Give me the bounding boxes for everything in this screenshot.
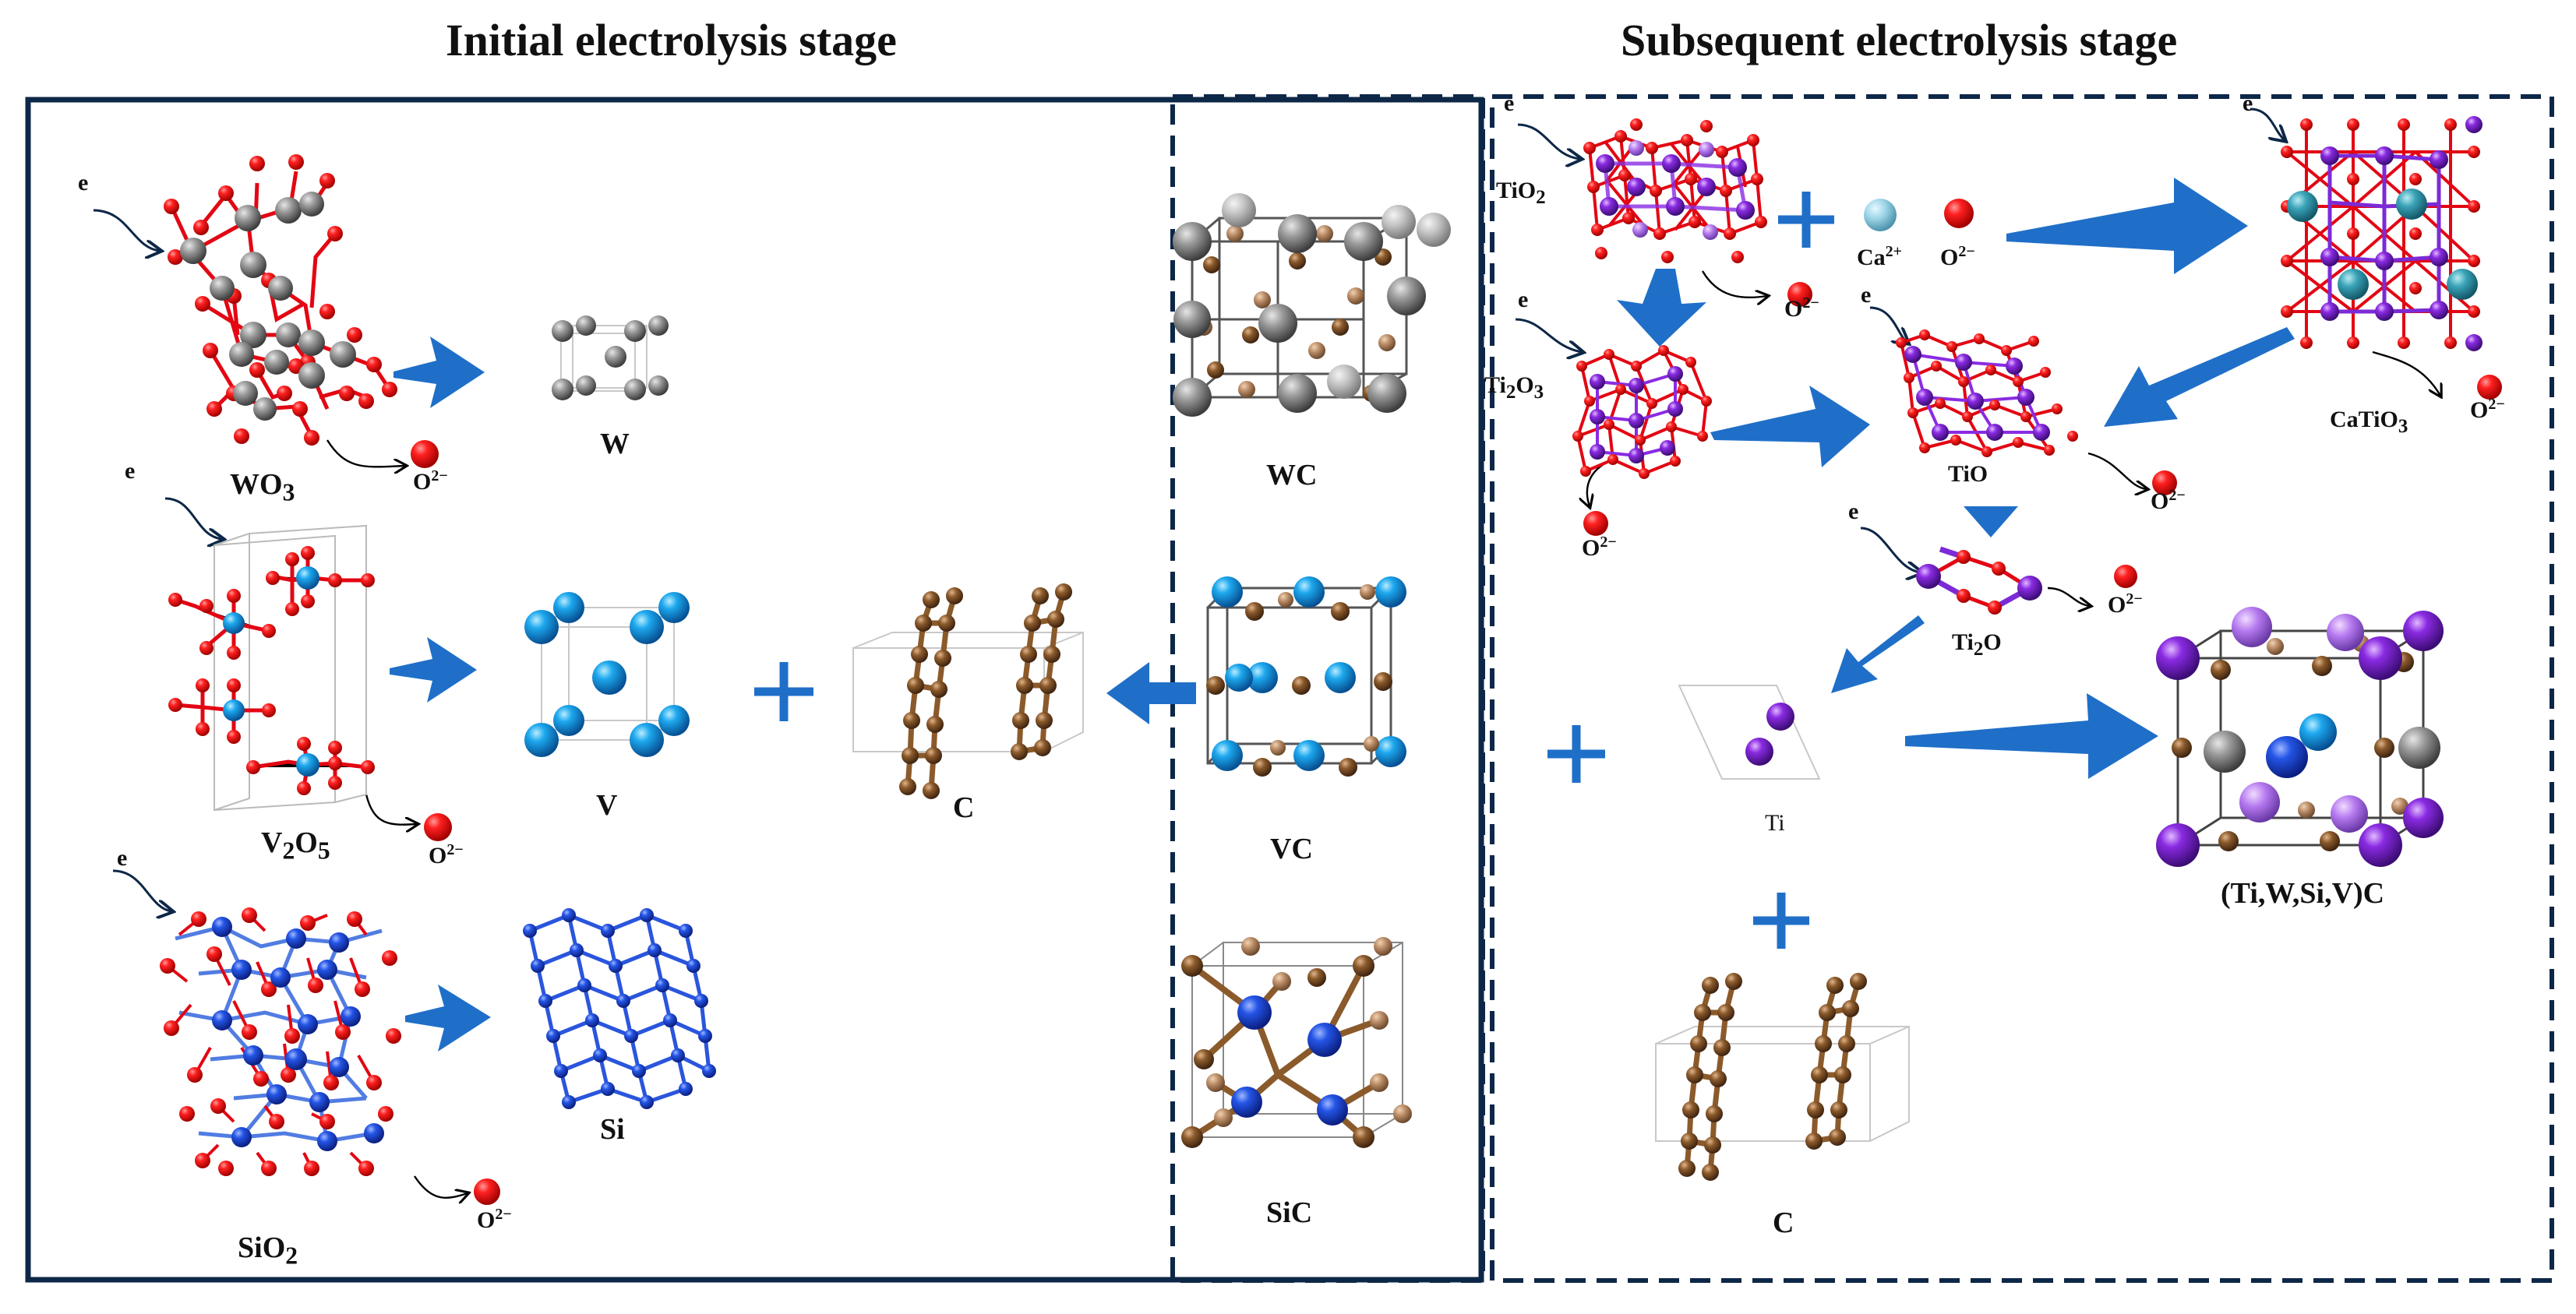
plus-sign-tio2-ca <box>1778 192 1834 248</box>
arrow-ti2o-to-ti <box>1831 615 1925 693</box>
electron-path-tio2 <box>1517 123 1580 159</box>
ti-structure <box>1678 685 1821 780</box>
graphite-structure-right <box>1655 973 1910 1181</box>
oxide-sphere-catio3 <box>2477 375 2502 400</box>
w-structure <box>552 315 669 400</box>
subsequent-stage-frame <box>1490 94 2554 1283</box>
oxide-sphere-ti2o3 <box>1583 511 1608 536</box>
label-tio2: TiO2 <box>1496 178 1546 208</box>
ti2o-structure <box>1916 546 2137 615</box>
free-oxide-ion-sphere <box>1944 199 1974 228</box>
label-product: (Ti,W,Si,V)C <box>2221 877 2385 910</box>
product-structure <box>2156 607 2444 867</box>
arrow-v2o5-to-v <box>390 637 477 703</box>
oxide-label-tio: O2− <box>2151 487 2186 514</box>
arrow-ti-to-product <box>1905 693 2158 779</box>
label-si: Si <box>600 1113 625 1146</box>
initial-stage-frame <box>25 97 1484 1283</box>
electron-path-sio2 <box>112 869 171 911</box>
release-path-catio3 <box>2372 351 2440 396</box>
electron-path-catio3 <box>2250 107 2285 140</box>
catio3-structure <box>2281 116 2482 351</box>
electron-label-tio2: e <box>1504 90 1515 116</box>
arrow-ti2o3-to-tio <box>1710 386 1870 467</box>
electron-path-ti2o3 <box>1515 318 1582 352</box>
oxide-label-catio3: O2− <box>2470 396 2505 423</box>
electron-label-catio3: e <box>2243 90 2253 116</box>
ti2o3-structure <box>1572 345 1712 479</box>
graphite-structure-left <box>852 583 1084 799</box>
release-path-tio <box>2087 452 2147 489</box>
initial-stage-title: Initial electrolysis stage <box>446 15 897 65</box>
electron-path-ti2o <box>1860 527 1921 572</box>
oxide-sphere-sio2 <box>474 1178 500 1205</box>
arrow-catio3-to-tio <box>2104 327 2295 427</box>
arrow-carbon-to-vc <box>1106 662 1196 724</box>
arrow-tio2-to-ti2o3 <box>1617 269 1706 347</box>
label-w: W <box>600 428 630 460</box>
oxide-label-ti2o: O2− <box>2108 590 2143 618</box>
plus-sign-v-carbon <box>754 662 813 721</box>
plus-sign-ti-carbon <box>1753 893 1809 949</box>
calcium-ion-sphere <box>1864 199 1897 231</box>
oxide-label-wo3: O2− <box>413 467 448 495</box>
electron-path-v2o5 <box>164 497 222 539</box>
label-v: V <box>596 789 618 822</box>
tio2-structure <box>1583 118 1767 263</box>
oxide-sphere-tio <box>2152 470 2177 495</box>
wo3-structure <box>164 154 397 446</box>
electron-path-wo3 <box>93 209 160 251</box>
label-wo3: WO3 <box>230 468 295 506</box>
arrow-wo3-to-w <box>393 336 485 408</box>
v-structure <box>524 592 690 757</box>
subsequent-stage-title: Subsequent electrolysis stage <box>1621 15 2178 65</box>
wc-structure <box>1173 193 1451 417</box>
release-path-wo3 <box>326 439 405 467</box>
release-path-tio2 <box>1701 270 1767 298</box>
release-path-v2o5 <box>365 794 417 825</box>
electron-label-ti2o3: e <box>1518 287 1529 312</box>
oxide-sphere-tio2 <box>1787 282 1812 307</box>
label-free-oxide: O2− <box>1940 243 1975 270</box>
label-sic: SiC <box>1266 1196 1313 1229</box>
electron-label-wo3: e <box>78 170 89 196</box>
label-ti: Ti <box>1765 810 1785 836</box>
oxide-label-ti2o3: O2− <box>1582 534 1617 561</box>
electron-label-tio: e <box>1861 282 1872 308</box>
sio2-structure <box>160 907 401 1176</box>
label-wc: WC <box>1266 459 1318 491</box>
label-sio2: SiO2 <box>238 1231 298 1270</box>
label-vc: VC <box>1270 833 1313 865</box>
release-path-ti2o <box>2047 587 2090 606</box>
tio-structure <box>1896 329 2078 457</box>
label-c-left: C <box>953 791 975 824</box>
v2o5-structure <box>168 524 375 812</box>
sic-structure <box>1181 937 1412 1148</box>
label-ca-ion: Ca2+ <box>1857 243 1903 270</box>
arrow-tio-to-ti2o <box>1964 506 2018 537</box>
electron-label-ti2o: e <box>1848 498 1859 524</box>
label-c-right: C <box>1773 1207 1794 1239</box>
ti2o-release-oxide-sphere <box>2114 565 2137 588</box>
oxide-label-v2o5: O2− <box>429 841 464 868</box>
label-ti2o3: Ti2O3 <box>1484 372 1544 403</box>
plus-sign-left-ti <box>1547 725 1605 783</box>
si-structure <box>523 908 716 1109</box>
vc-structure <box>1206 576 1406 777</box>
label-catio3: CaTiO3 <box>2330 407 2408 437</box>
release-path-sio2 <box>413 1175 468 1198</box>
label-tio: TiO <box>1948 461 1988 487</box>
oxide-sphere-wo3 <box>411 440 439 468</box>
arrow-tio2-to-catio3 <box>2006 178 2248 274</box>
oxide-label-sio2: O2− <box>477 1206 512 1233</box>
electron-label-v2o5: e <box>125 458 136 484</box>
oxide-sphere-v2o5 <box>424 813 452 841</box>
label-ti2o: Ti2O <box>1952 629 2002 660</box>
oxide-label-tio2: O2− <box>1784 294 1819 322</box>
arrow-sio2-to-si <box>405 985 491 1052</box>
label-v2o5: V2O5 <box>261 826 330 865</box>
electron-label-sio2: e <box>117 845 128 871</box>
